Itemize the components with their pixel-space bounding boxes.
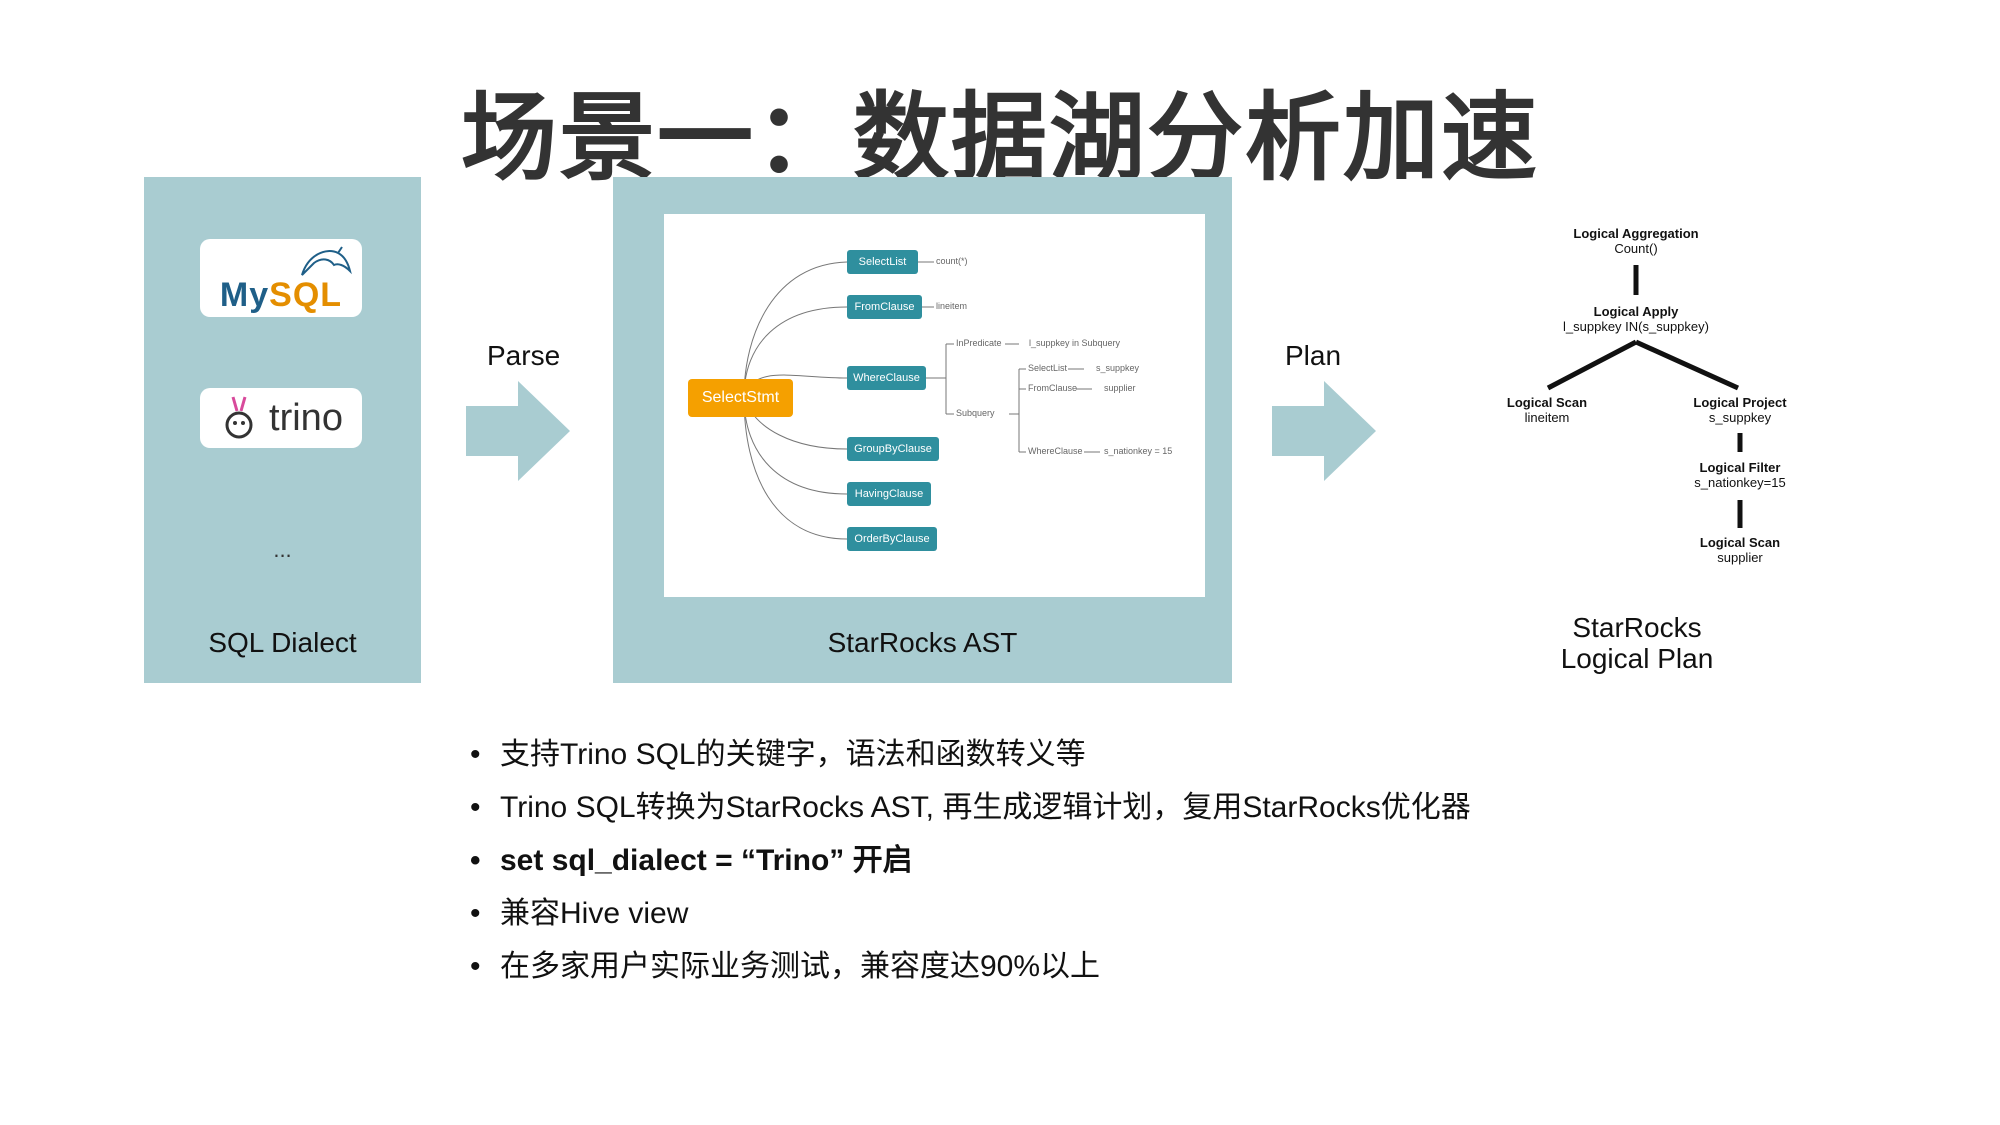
ast-root-node: SelectStmt [688, 379, 793, 417]
ast-leaf-inpredicate: InPredicate [956, 338, 1002, 348]
logical-plan-caption-line1: StarRocks [1572, 612, 1702, 643]
ast-leaf-subquery: Subquery [956, 408, 995, 418]
plan-node-aggregation-detail: Count() [1614, 241, 1658, 256]
ast-leaf-lineitem: lineitem [936, 301, 968, 311]
ast-leaf-count: count(*) [936, 256, 968, 266]
plan-node-scan-lineitem-op: Logical Scan [1506, 395, 1588, 410]
bullet-compatibility: 在多家用户实际业务测试，兼容度达90%以上 [470, 940, 1471, 993]
plan-node-scan-supplier-op: Logical Scan [1699, 535, 1781, 550]
ast-leaf-sub-fromclause-value: supplier [1104, 383, 1136, 393]
trino-text: trino [269, 396, 343, 439]
plan-node-filter-op: Logical Filter [1699, 460, 1781, 475]
ast-leaf-inpredicate-value: l_suppkey in Subquery [1029, 338, 1121, 348]
plan-node-filter-detail: s_nationkey=15 [1694, 475, 1786, 490]
ast-leaf-sub-selectlist-value: s_suppkey [1096, 363, 1140, 373]
ast-node-havingclause: HavingClause [847, 482, 931, 506]
parse-arrow-icon [466, 381, 570, 481]
trino-logo: trino [200, 388, 362, 448]
mysql-logo: MySQL [200, 239, 362, 317]
bullet-ast-conversion: Trino SQL转换为StarRocks AST, 再生成逻辑计划，复用Sta… [470, 781, 1471, 834]
parse-label: Parse [487, 340, 561, 371]
ast-leaf-sub-selectlist: SelectList [1028, 363, 1068, 373]
ast-node-selectlist: SelectList [847, 250, 918, 274]
feature-bullet-list: 支持Trino SQL的关键字，语法和函数转义等 Trino SQL转换为Sta… [470, 728, 1471, 993]
sql-dialect-panel: MySQL trino ... SQL Dialect [144, 177, 421, 683]
ast-node-orderbyclause: OrderByClause [847, 527, 937, 551]
more-dialects-ellipsis: ... [273, 537, 292, 562]
plan-node-scan-supplier-detail: supplier [1717, 550, 1763, 565]
trino-bunny-icon [225, 396, 253, 439]
plan-node-scan-supplier: Logical Scan supplier [1665, 535, 1815, 565]
bullet-hive-view: 兼容Hive view [470, 887, 1471, 940]
plan-node-project-detail: s_suppkey [1708, 410, 1772, 425]
bullet-set-dialect: set sql_dialect = “Trino” 开启 [470, 834, 1471, 887]
sql-dialect-label: SQL Dialect [208, 627, 357, 658]
plan-label: Plan [1285, 340, 1342, 371]
ast-leaf-sub-whereclause: WhereClause [1028, 446, 1083, 456]
plan-node-apply-op: Logical Apply [1593, 304, 1679, 319]
plan-node-scan-lineitem: Logical Scan lineitem [1472, 395, 1622, 425]
mysql-text-my: My [219, 275, 270, 314]
plan-node-aggregation-op: Logical Aggregation [1573, 226, 1699, 241]
ast-node-whereclause: WhereClause [847, 366, 926, 390]
plan-node-filter: Logical Filter s_nationkey=15 [1665, 460, 1815, 490]
logical-plan-caption-line2: Logical Plan [1560, 643, 1714, 674]
ast-leaf-sub-fromclause: FromClause [1028, 383, 1078, 393]
plan-node-project: Logical Project s_suppkey [1665, 395, 1815, 425]
ast-label: StarRocks AST [827, 627, 1018, 658]
plan-node-project-op: Logical Project [1693, 395, 1787, 410]
ast-leaf-sub-whereclause-value: s_nationkey = 15 [1104, 446, 1173, 456]
slide-title: 场景一：数据湖分析加速 [461, 85, 1539, 192]
plan-node-apply-detail: l_suppkey IN(s_suppkey) [1563, 319, 1709, 334]
plan-arrow-icon [1272, 381, 1376, 481]
plan-node-aggregation: Logical Aggregation Count() [1536, 226, 1736, 256]
logical-plan-caption: StarRocks Logical Plan [1487, 612, 1787, 674]
plan-node-scan-lineitem-detail: lineitem [1524, 410, 1570, 425]
ast-node-groupbyclause: GroupByClause [847, 437, 939, 461]
ast-node-fromclause: FromClause [847, 295, 922, 319]
ast-panel: SelectStmt SelectList FromClause WhereCl… [613, 177, 1232, 683]
mysql-text-sql: SQL [269, 275, 343, 314]
plan-node-apply: Logical Apply l_suppkey IN(s_suppkey) [1536, 304, 1736, 334]
dolphin-icon [301, 246, 352, 276]
ast-diagram: SelectStmt SelectList FromClause WhereCl… [664, 214, 1205, 597]
bullet-trino-keywords: 支持Trino SQL的关键字，语法和函数转义等 [470, 728, 1471, 781]
